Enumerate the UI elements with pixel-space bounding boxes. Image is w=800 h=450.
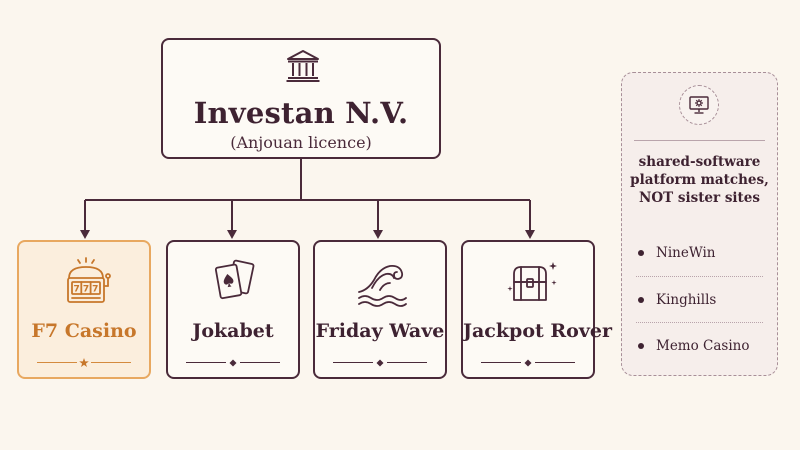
shared-software-panel: shared-software platform matches, NOT si… bbox=[621, 72, 778, 376]
casino-name: F7 Casino bbox=[31, 320, 137, 342]
list-item: NineWin bbox=[636, 230, 763, 276]
svg-text:7: 7 bbox=[73, 285, 79, 295]
site-name: NineWin bbox=[656, 245, 716, 261]
parent-company-name: Investan N.V. bbox=[193, 96, 409, 130]
site-name: Memo Casino bbox=[656, 338, 750, 354]
parent-company-box: Investan N.V. (Anjouan licence) bbox=[161, 38, 441, 159]
computer-icon-badge bbox=[679, 85, 719, 125]
diamond-icon bbox=[229, 359, 237, 367]
treasure-chest-icon bbox=[507, 262, 557, 301]
bullet-icon bbox=[638, 250, 644, 256]
casino-name: Jackpot Rover bbox=[463, 320, 612, 342]
site-name: Kinghills bbox=[656, 292, 717, 308]
casino-name: Friday Wave bbox=[315, 320, 445, 342]
list-item: Kinghills bbox=[636, 276, 763, 322]
bullet-icon bbox=[638, 297, 644, 303]
svg-text:7: 7 bbox=[92, 285, 98, 295]
casino-box-friday-wave: Friday Wave bbox=[313, 240, 447, 379]
label-divider bbox=[37, 357, 131, 369]
label-divider bbox=[186, 357, 280, 369]
casino-name: Jokabet bbox=[192, 320, 274, 342]
svg-text:7: 7 bbox=[83, 285, 89, 295]
star-icon bbox=[79, 358, 89, 367]
slot-machine-icon: 7 7 7 bbox=[67, 257, 111, 303]
playing-cards-icon bbox=[214, 259, 255, 300]
computer-settings-icon bbox=[689, 96, 709, 114]
bullet-icon bbox=[638, 343, 644, 349]
label-divider bbox=[481, 357, 575, 369]
panel-divider bbox=[634, 140, 765, 141]
parent-company-licence: (Anjouan licence) bbox=[230, 133, 372, 152]
casino-box-f7-casino: 7 7 7 F7 Casino bbox=[17, 240, 151, 379]
diamond-icon bbox=[376, 359, 384, 367]
diamond-icon bbox=[524, 359, 532, 367]
casino-box-jokabet: Jokabet bbox=[166, 240, 300, 379]
wave-icon bbox=[358, 264, 407, 307]
list-item: Memo Casino bbox=[636, 322, 763, 368]
shared-software-site-list: NineWin Kinghills Memo Casino bbox=[636, 230, 763, 368]
bank-building-icon bbox=[286, 50, 320, 82]
panel-note: shared-software platform matches, NOT si… bbox=[630, 154, 769, 206]
label-divider bbox=[333, 357, 427, 369]
casino-box-jackpot-rover: Jackpot Rover bbox=[461, 240, 612, 379]
